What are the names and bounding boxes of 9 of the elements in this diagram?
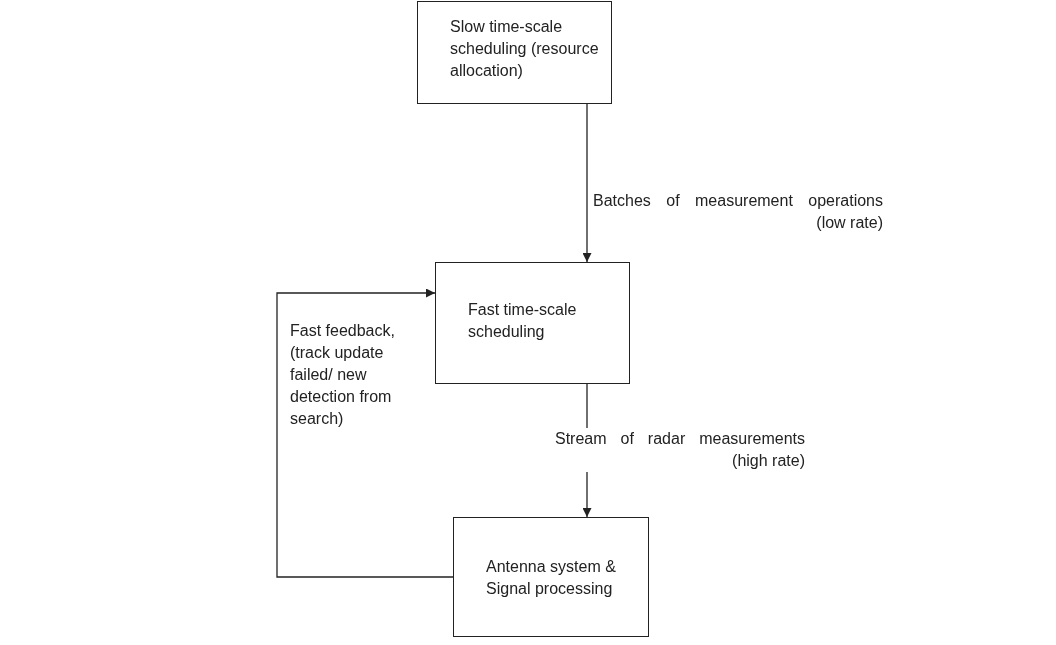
- process-box: [453, 517, 649, 637]
- arrow: [276, 288, 454, 578]
- box-text: Antenna system & Signal processing: [486, 557, 617, 599]
- process-box: [417, 1, 612, 104]
- edge-label: Stream of radar measurements (high rate): [555, 428, 805, 472]
- box-text: Fast time-scale scheduling: [468, 300, 578, 342]
- process-box: [435, 262, 630, 384]
- box-text: Slow time-scale scheduling (resource allocation): [450, 17, 600, 81]
- arrow: [582, 103, 592, 263]
